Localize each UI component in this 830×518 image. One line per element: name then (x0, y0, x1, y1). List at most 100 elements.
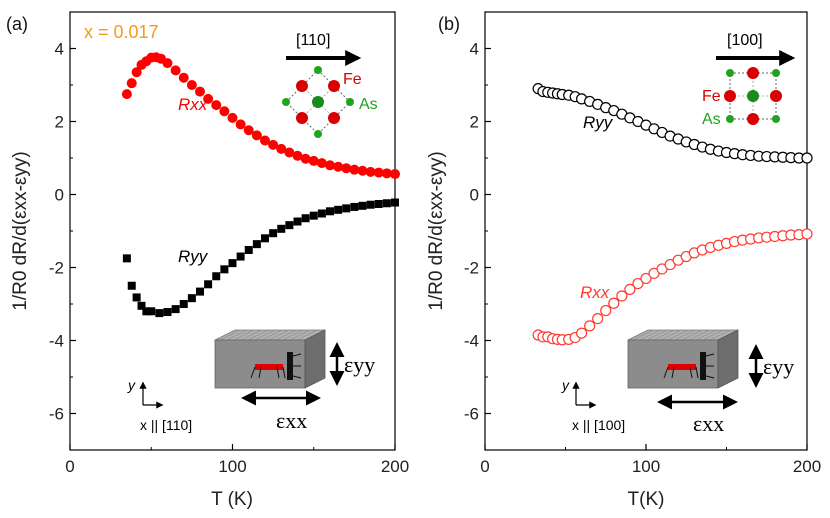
data-point-a-s1-27 (326, 207, 334, 216)
data-point-a-s0-18 (243, 125, 254, 136)
data-point-a-s0-20 (260, 135, 270, 146)
inset-axis-b (572, 381, 597, 409)
data-point-a-s1-12 (204, 280, 213, 289)
data-point-a-s1-34 (382, 199, 391, 208)
data-point-a-s0-24 (292, 150, 303, 161)
data-point-a-s1-25 (309, 211, 318, 220)
y-tick-label-a-2: -2 (49, 259, 64, 278)
data-point-a-s1-0 (122, 254, 131, 263)
data-point-a-s0-21 (268, 139, 279, 150)
data-point-a-s0-12 (195, 86, 205, 97)
data-point-a-s0-2 (131, 67, 142, 78)
strain-label-yy-a: εyy (344, 352, 375, 377)
data-point-a-s1-13 (212, 272, 221, 281)
atom-label-as-a: As (359, 96, 378, 113)
data-point-a-s0-23 (284, 147, 295, 158)
data-point-b-s1-8 (575, 327, 588, 339)
data-point-b-s1-13 (616, 290, 628, 302)
data-point-a-s0-27 (316, 158, 327, 169)
data-point-a-s1-28 (334, 205, 343, 214)
data-point-a-s1-16 (236, 252, 245, 261)
data-point-a-s1-30 (350, 202, 359, 211)
data-point-b-s1-10 (592, 313, 604, 325)
inset-axis-label-y-a: y (127, 377, 136, 393)
lattice-direction-b: [100] (727, 32, 763, 49)
x-tick-label-a-2: 200 (381, 457, 409, 476)
data-point-a-s0-9 (170, 65, 181, 76)
data-point-b-s1-12 (608, 297, 620, 309)
data-point-a-s1-24 (301, 214, 310, 223)
data-point-a-s1-11 (196, 287, 204, 296)
y-tick-label-a-1: -4 (49, 332, 64, 351)
data-point-a-s1-19 (261, 234, 269, 243)
data-point-a-s1-18 (252, 240, 261, 249)
data-point-a-s0-14 (211, 100, 222, 111)
crystal-lattice-icon (724, 67, 782, 125)
data-point-a-s0-13 (203, 93, 214, 104)
data-point-a-s0-35 (381, 168, 392, 179)
data-point-a-s1-3 (137, 301, 146, 310)
atom-label-fe-a: Fe (343, 71, 362, 88)
data-point-a-s0-36 (390, 169, 400, 180)
inset-axis-label-x-b: x || [100] (572, 417, 625, 433)
x-axis-label-a: T (K) (211, 489, 253, 510)
strain-label-xx-b: εxx (693, 411, 724, 436)
data-point-a-s0-11 (186, 80, 197, 90)
data-a (121, 52, 400, 318)
data-point-a-s0-25 (300, 153, 311, 164)
y-tick-label-a-4: 2 (55, 113, 64, 132)
data-point-a-s0-22 (276, 143, 287, 154)
y-tick-label-a-5: 4 (55, 40, 64, 59)
lattice-direction-a: [110] (296, 32, 330, 49)
data-point-b-s1-9 (584, 320, 596, 332)
data-point-b-s1-36 (801, 228, 813, 240)
y-tick-label-b-4: 2 (470, 113, 479, 132)
data-point-a-s1-1 (127, 281, 136, 290)
data-point-a-s0-16 (227, 112, 238, 123)
y-tick-label-a-3: 0 (55, 186, 64, 205)
series-label-ryy-a: Ryy (178, 247, 209, 266)
data-point-a-s0-10 (178, 72, 189, 83)
data-point-a-s0-31 (349, 164, 360, 175)
data-point-b-s0-36 (801, 152, 813, 164)
data-point-a-s0-30 (341, 163, 352, 174)
y-axis-label-a: 1/R0 dR/d(εxx-εyy) (10, 151, 31, 310)
x-tick-label-b-1: 100 (632, 457, 660, 476)
data-point-a-s1-10 (187, 294, 196, 303)
y-tick-label-b-5: 4 (470, 40, 479, 59)
data-point-a-s1-35 (391, 198, 399, 207)
data-point-a-s1-14 (220, 265, 229, 274)
data-b (532, 83, 813, 346)
data-point-a-s1-32 (366, 200, 375, 209)
data-point-a-s0-15 (219, 106, 230, 117)
strain-device-icon (214, 329, 326, 389)
series-label-rxx-b: Rxx (580, 283, 610, 302)
data-point-a-s0-1 (126, 78, 137, 89)
data-point-a-s0-29 (333, 161, 344, 172)
series-label-rxx-a: Rxx (178, 95, 208, 114)
strain-device-icon (627, 329, 739, 389)
inset-axis-a (139, 381, 164, 409)
data-point-a-s0-17 (235, 119, 246, 130)
data-point-a-s1-22 (285, 221, 294, 230)
x-tick-label-b-2: 200 (793, 457, 821, 476)
data-point-a-s1-15 (228, 259, 237, 268)
data-point-a-s0-28 (325, 160, 335, 171)
data-point-a-s1-26 (317, 209, 326, 218)
strain-label-yy-b: εyy (763, 354, 794, 379)
inset-axis-label-x-a: x || [110] (140, 417, 192, 433)
doping-annotation: x = 0.017 (84, 22, 159, 42)
x-tick-label-b-0: 0 (480, 457, 489, 476)
data-point-a-s1-8 (171, 305, 180, 314)
data-point-b-s1-11 (600, 304, 612, 317)
data-point-a-s0-33 (365, 166, 376, 177)
data-point-a-s0-19 (251, 130, 262, 141)
strain-label-xx-a: εxx (276, 408, 307, 433)
panel-label-b: (b) (438, 14, 460, 34)
y-tick-label-b-1: -4 (464, 332, 479, 351)
y-tick-label-b-3: 0 (470, 186, 479, 205)
